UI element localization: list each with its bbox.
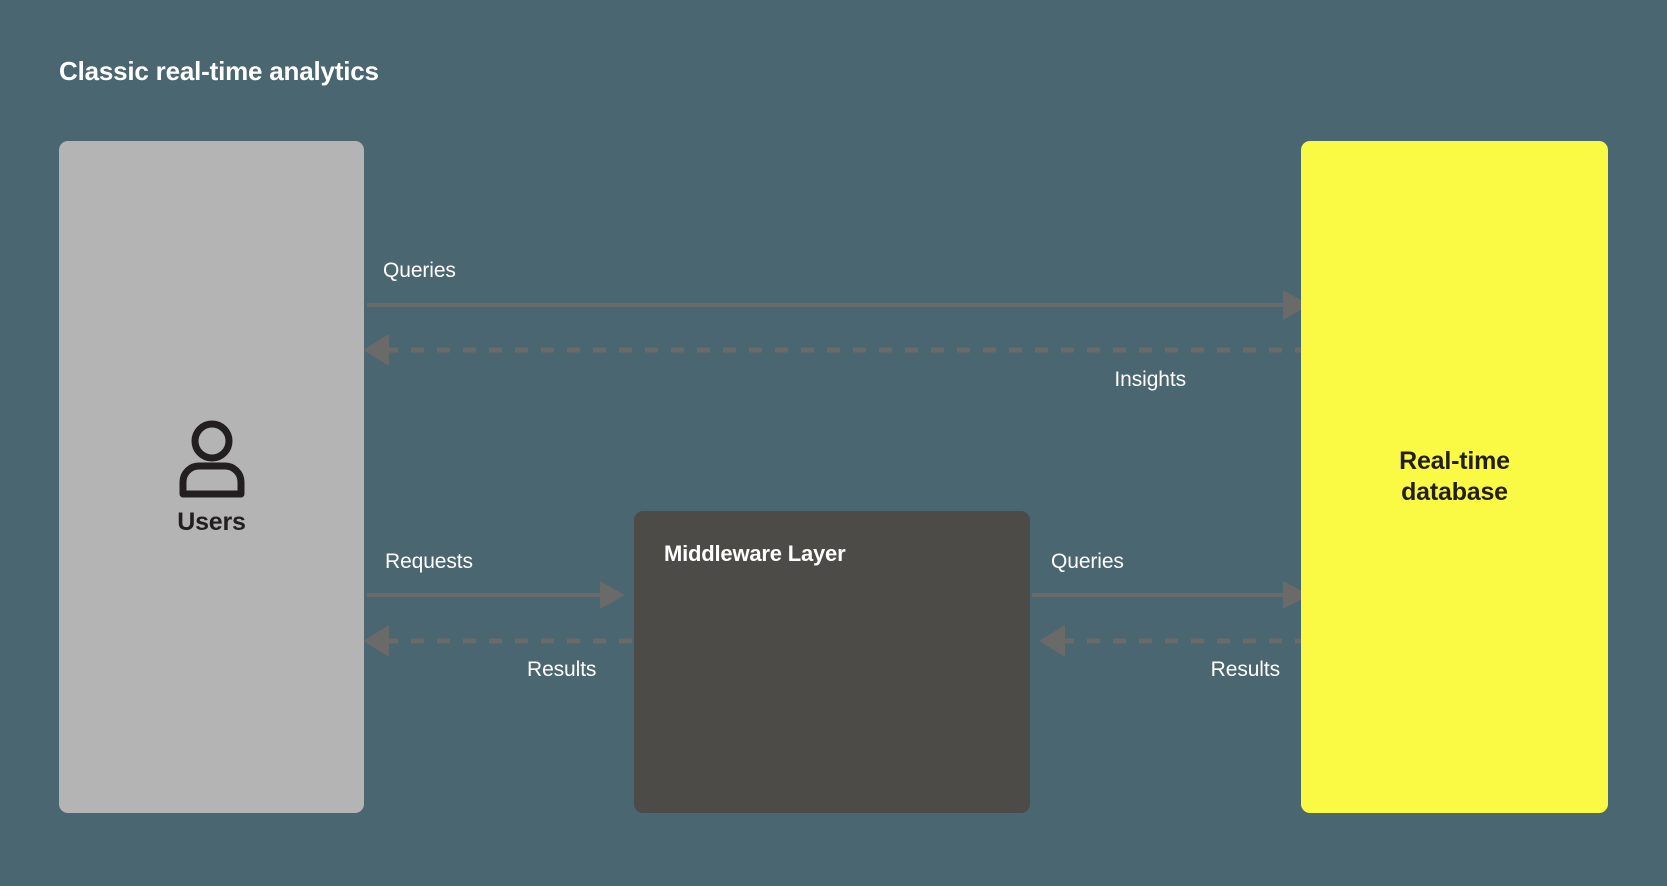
edge-queries-top — [367, 290, 1310, 320]
edge-label-results-right: Results — [1210, 658, 1280, 681]
edge-results-left — [363, 625, 632, 657]
edge-label-insights: Insights — [1114, 368, 1186, 391]
node-middleware-label: Middleware Layer — [664, 541, 846, 566]
node-database[interactable]: Real-time database — [1301, 141, 1608, 813]
edge-label-queries-mid: Queries — [1051, 550, 1124, 573]
edge-requests — [367, 581, 625, 609]
edge-label-results-left: Results — [527, 658, 597, 681]
node-users-label: Users — [177, 507, 246, 536]
node-users[interactable]: Users — [59, 141, 364, 813]
edge-insights — [363, 334, 1308, 366]
users-content: Users — [59, 141, 364, 813]
edge-label-queries-top: Queries — [383, 259, 456, 282]
node-database-label: Real-time database — [1301, 141, 1608, 813]
edge-label-requests: Requests — [385, 550, 473, 573]
user-icon — [179, 420, 244, 497]
page-title: Classic real-time analytics — [59, 56, 379, 86]
edge-queries-mid — [1032, 581, 1310, 609]
node-database-label-line2: database — [1401, 478, 1508, 506]
node-database-label-line1: Real-time — [1399, 446, 1510, 475]
node-middleware[interactable]: Middleware Layer — [634, 511, 1030, 813]
edge-results-right — [1039, 625, 1308, 657]
